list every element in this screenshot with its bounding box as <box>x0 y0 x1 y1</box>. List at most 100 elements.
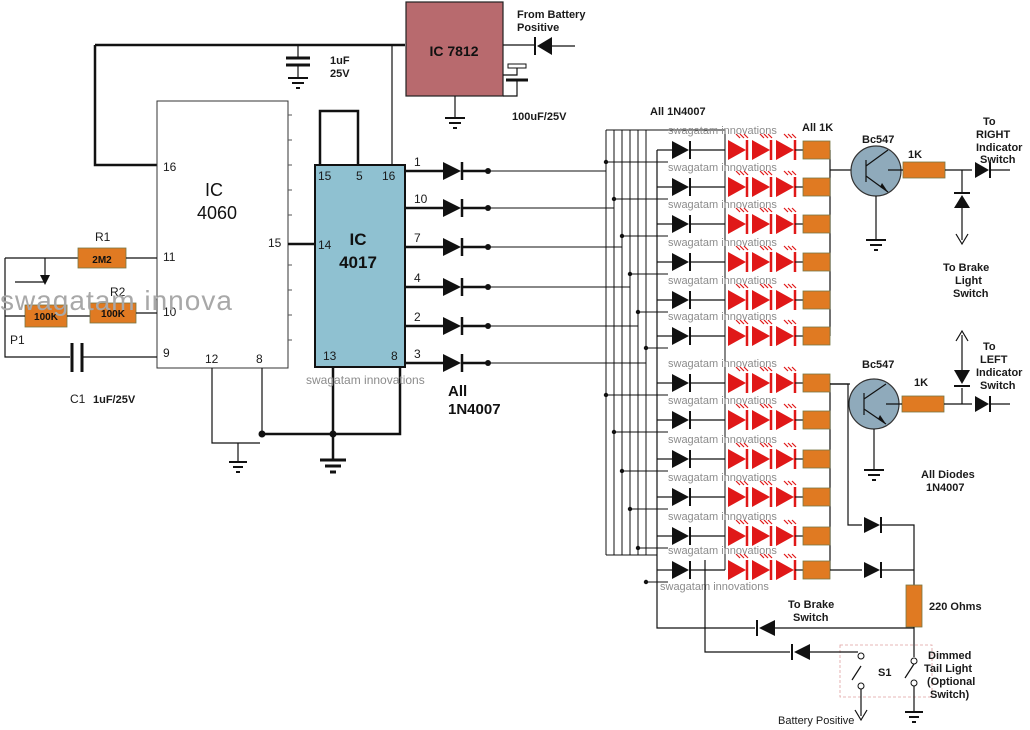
to-left-1: To <box>983 341 996 353</box>
to-left-3: Indicator <box>976 367 1023 379</box>
led-icon <box>776 252 794 272</box>
led-icon <box>776 214 794 234</box>
row-diode-icon <box>672 411 689 429</box>
ic4017-pin-8: 8 <box>391 349 398 363</box>
to-brake-3: Switch <box>953 288 989 300</box>
watermark-row: swagatam innovations <box>660 581 769 593</box>
cap-1uf-label: 1uF <box>330 55 350 67</box>
row-diode-icon <box>672 374 689 392</box>
r1-label: R1 <box>95 230 111 244</box>
row-diode-icon <box>672 178 689 196</box>
all-label: All <box>448 383 467 400</box>
output-diode-icon <box>443 354 461 372</box>
to-brake-switch-2: Switch <box>793 612 829 624</box>
from-battery-label: From Battery <box>517 9 586 21</box>
p1-value: 100K <box>34 312 59 323</box>
ic4060-pin-12: 12 <box>205 352 219 366</box>
led-icon <box>776 326 794 346</box>
ic4060-pin-15: 15 <box>268 236 282 250</box>
ic4017-label-num: 4017 <box>339 253 377 272</box>
row-resistor <box>802 373 831 393</box>
led-icon <box>752 449 770 469</box>
row-resistor <box>802 560 831 580</box>
row-resistor <box>802 214 831 234</box>
row-diode-icon <box>672 291 689 309</box>
all-1n4007-top-label: All 1N4007 <box>650 106 706 118</box>
row-resistor <box>802 449 831 469</box>
ic4017-output-pin: 3 <box>414 347 421 361</box>
led-icon <box>728 373 746 393</box>
right-switch-diode-icon <box>975 162 989 178</box>
res-1k-bot-label: 1K <box>914 377 928 389</box>
to-brake-switch-1: To Brake <box>788 599 834 611</box>
ic4017-pin-16: 16 <box>382 169 396 183</box>
led-icon <box>776 487 794 507</box>
cap-25v-label: 25V <box>330 68 350 80</box>
led-icon <box>752 487 770 507</box>
watermark-row: swagatam innovations <box>668 125 777 137</box>
power-section: 1uF 25V IC 7812 From Battery Positive 10… <box>93 1 586 167</box>
bc547-bot-label: Bc547 <box>862 359 894 371</box>
led-icon <box>728 177 746 197</box>
led-icon <box>752 252 770 272</box>
led-icon <box>776 140 794 160</box>
watermark-row: swagatam innovations <box>668 162 777 174</box>
led-icon <box>728 252 746 272</box>
row-diode-icon <box>672 253 689 271</box>
watermark-row: swagatam innovations <box>668 275 777 287</box>
watermark-row: swagatam innovations <box>668 472 777 484</box>
all-1n4007-label: 1N4007 <box>448 401 501 418</box>
ic4017-pin-14: 14 <box>318 238 332 252</box>
row-resistor <box>802 140 831 160</box>
watermark-row: swagatam innovations <box>668 511 777 523</box>
led-icon <box>776 373 794 393</box>
r1-value: 2M2 <box>92 255 112 266</box>
ic4017-output-pin: 7 <box>414 231 421 245</box>
to-left-4: Switch <box>980 380 1016 392</box>
ic4017-label-ic: IC <box>350 230 367 249</box>
output-diode-icon <box>443 162 461 180</box>
ic4017-output-pin: 10 <box>414 192 428 206</box>
ic4060-pin-9: 9 <box>163 346 170 360</box>
brake-tail-section: 220 Ohms S1 Dimmed Tail Light (Optional … <box>656 383 982 727</box>
ic4017-section: IC 4017 15 5 16 14 13 8 swagatam innovat… <box>258 45 501 474</box>
led-icon <box>752 560 770 580</box>
led-icon <box>752 177 770 197</box>
led-icon <box>728 487 746 507</box>
transistor-left-section: Bc547 1K To LEFT Indicator Switch All Di… <box>848 329 1023 494</box>
led-icon <box>752 140 770 160</box>
output-diode-icon <box>443 238 461 256</box>
ic4017-output-pin: 4 <box>414 271 421 285</box>
row-resistor <box>802 290 831 310</box>
ic4060-section: IC 4060 16 11 10 9 15 12 8 <box>156 100 292 473</box>
watermark-row: swagatam innovations <box>668 311 777 323</box>
row-diode-icon <box>672 141 689 159</box>
res-1k-top <box>902 161 946 179</box>
input-diode-icon <box>537 37 552 55</box>
led-icon <box>752 373 770 393</box>
left-switch-diode-icon <box>975 396 989 412</box>
output-diode-icon <box>443 278 461 296</box>
led-matrix: swagatam innovations swagatam innovations… <box>603 125 852 593</box>
battery-positive-label: Battery Positive <box>778 715 854 727</box>
row-diode-icon <box>672 488 689 506</box>
row-resistor <box>802 487 831 507</box>
row-diode-icon <box>672 327 689 345</box>
watermark-row: swagatam innovations <box>668 434 777 446</box>
watermark-row: swagatam innovations <box>668 237 777 249</box>
row-resistor <box>802 410 831 430</box>
output-diode-icon <box>443 317 461 335</box>
ic4060-pin-16: 16 <box>163 160 177 174</box>
r220-label: 220 Ohms <box>929 601 982 613</box>
ic4060-pin-10: 10 <box>163 305 177 319</box>
res-220-ohms <box>905 584 923 628</box>
ic4017-pin-13: 13 <box>323 349 337 363</box>
watermark-row: swagatam innovations <box>668 358 777 370</box>
row-resistor <box>802 326 831 346</box>
watermark-row: swagatam innovations <box>668 395 777 407</box>
ic4060-pin-11: 11 <box>163 250 176 264</box>
led-icon <box>728 560 746 580</box>
dimmed-3: (Optional <box>927 676 975 688</box>
watermark-ic4017: swagatam innovations <box>306 373 425 387</box>
to-right-4: Switch <box>980 154 1016 166</box>
